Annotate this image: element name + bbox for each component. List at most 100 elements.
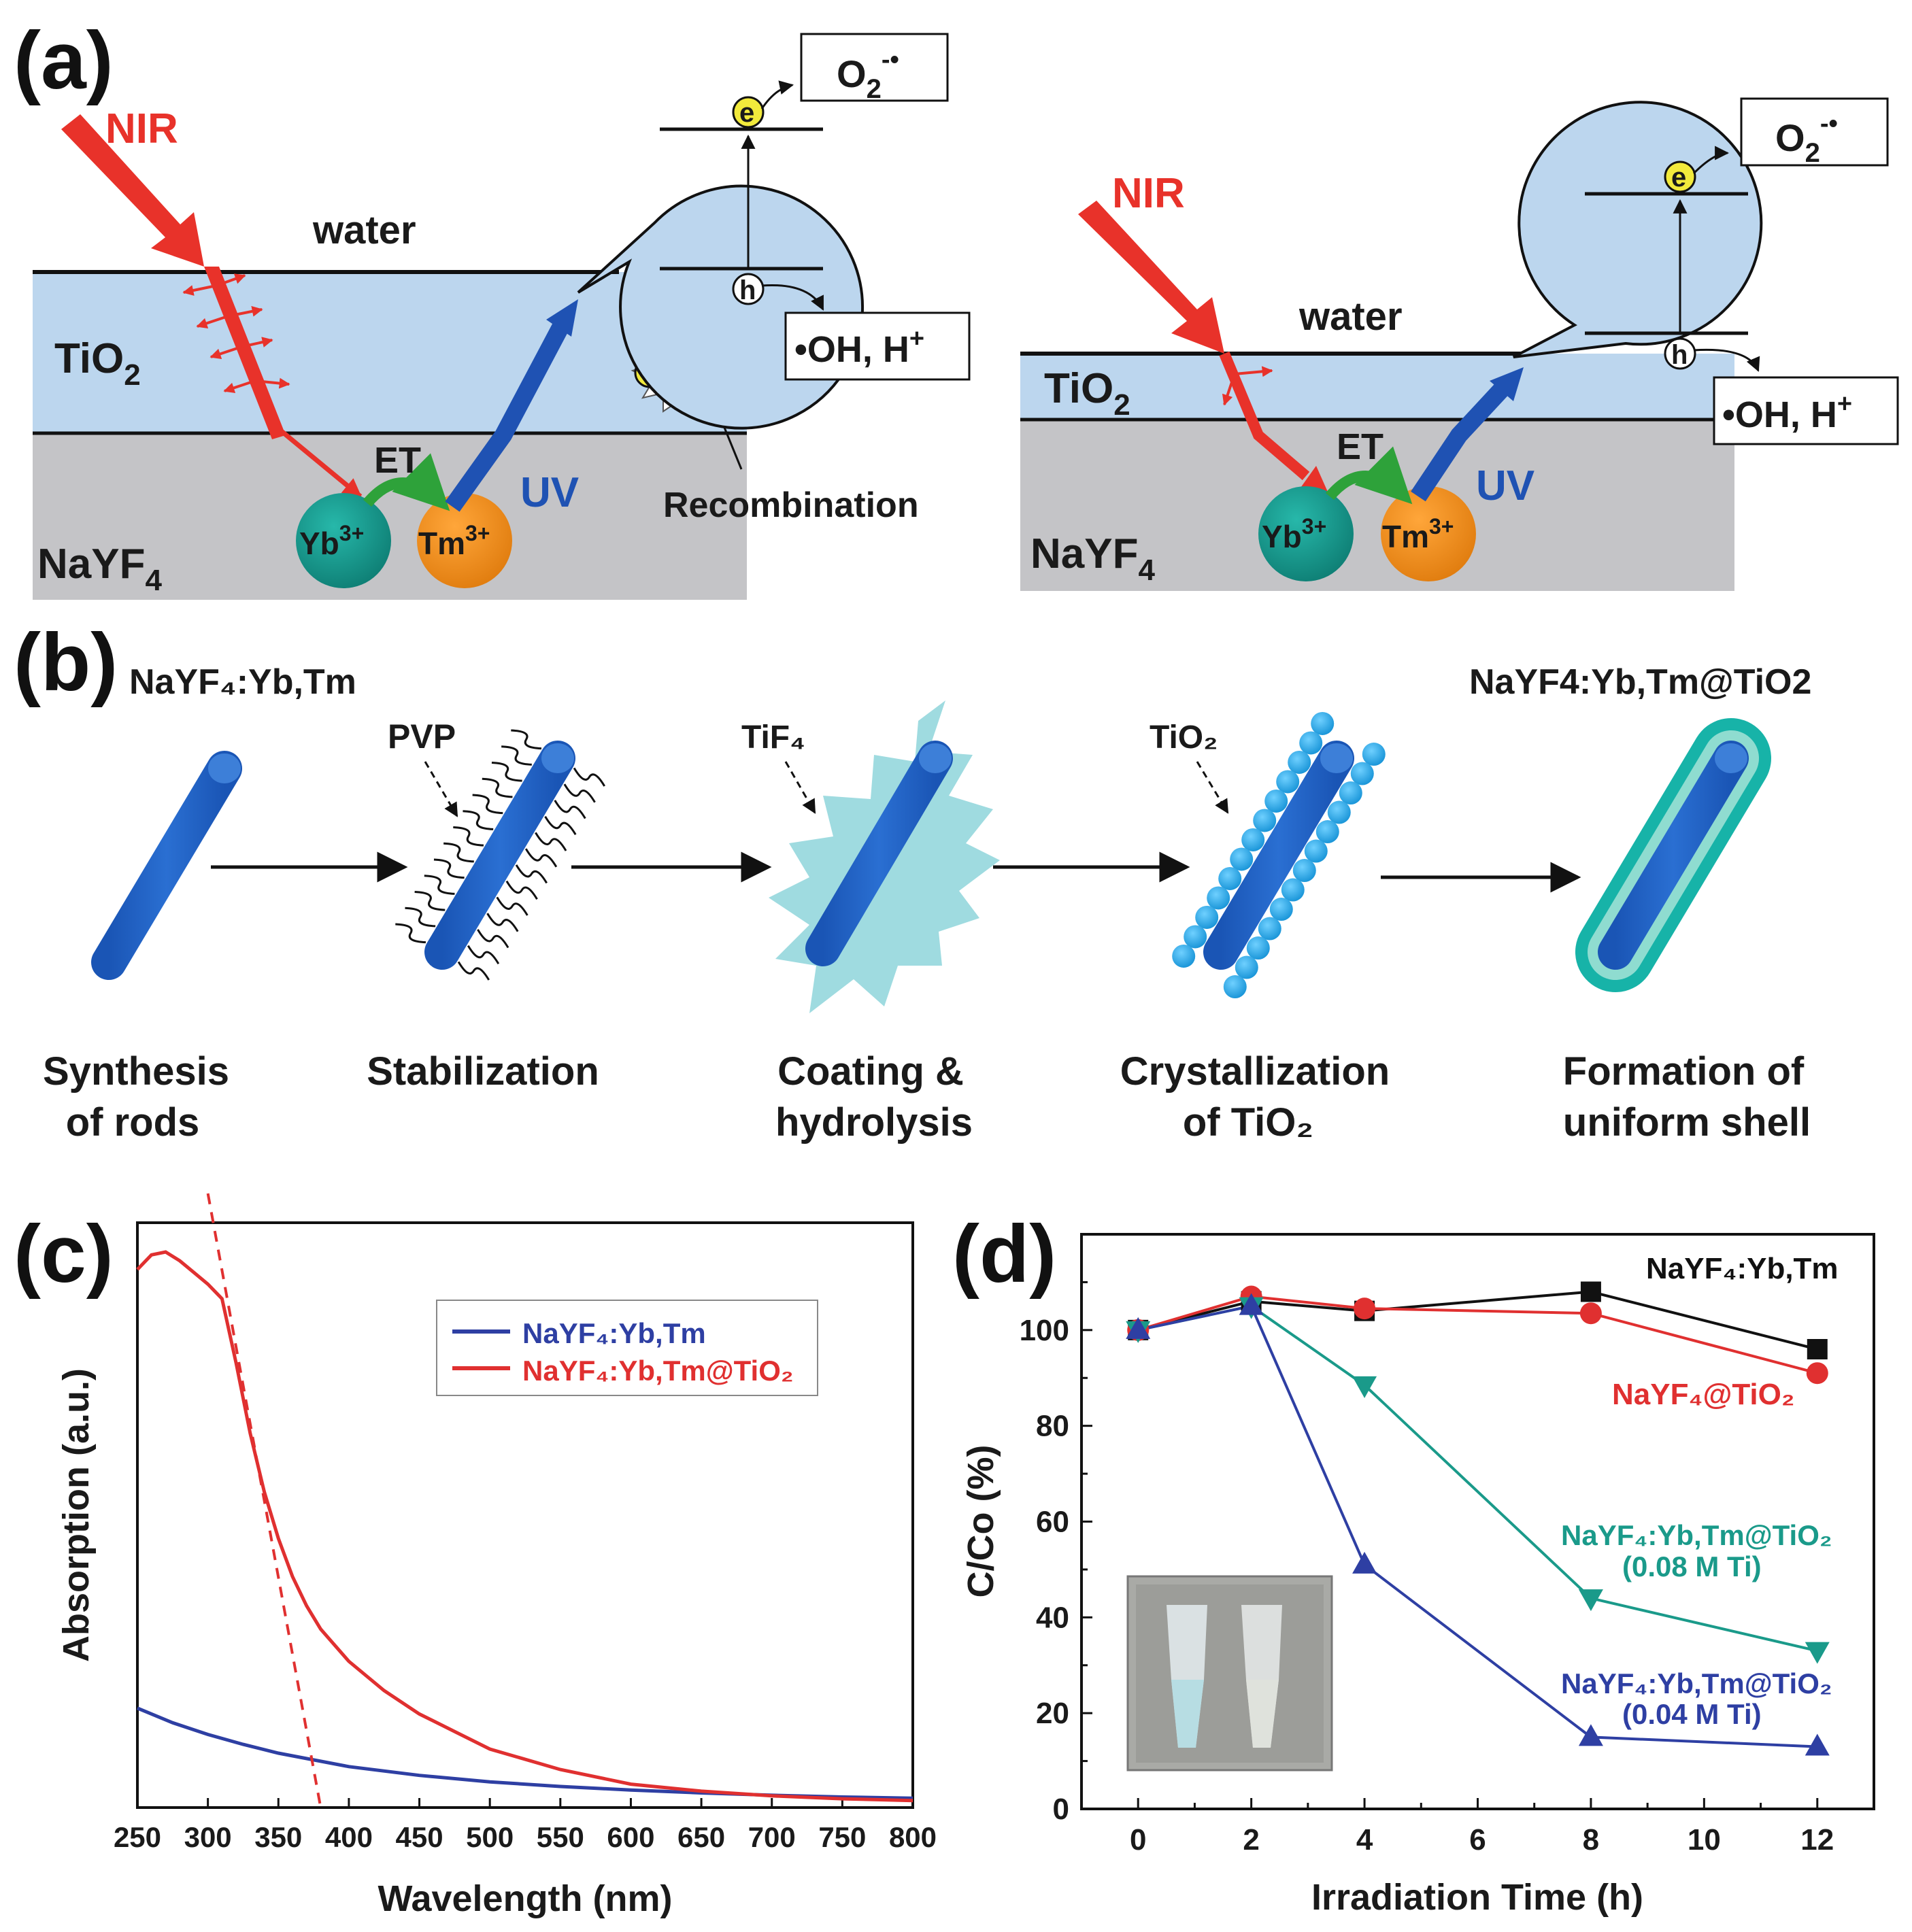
hole-transfer-arrow [761, 284, 824, 311]
pvp-chain [501, 745, 532, 766]
chart-c-xlabel: Wavelength (nm) [378, 1878, 672, 1919]
legend-label-1: NaYF₄:Yb,Tm [522, 1317, 706, 1349]
legend-box [436, 1300, 818, 1396]
panel-a-right: water TiO2 NaYF4 NIR Yb3+ Tm3+ ET UV [1020, 97, 1899, 591]
tif4-label: TiF₄ [741, 719, 805, 756]
tio2-nanoparticle [1311, 711, 1335, 735]
pvp-chain [405, 906, 436, 928]
data-point-series-4 [1352, 1551, 1377, 1574]
electron-transfer-arrow [760, 80, 794, 109]
pvp-chain [544, 815, 577, 836]
superoxide-box [1740, 97, 1889, 167]
tangent-line [206, 1193, 322, 1808]
tm-label: Tm [418, 526, 465, 561]
pvp-chain [457, 961, 490, 981]
series-label-nayf4-yb-tm: NaYF₄:Yb,Tm [1646, 1252, 1839, 1285]
x-tick-label: 300 [184, 1821, 232, 1853]
tio2-nanoparticle [1195, 905, 1219, 929]
data-point-series-3 [1578, 1589, 1603, 1612]
data-point-series-4 [1126, 1317, 1151, 1339]
x-tick-label: 8 [1583, 1823, 1599, 1857]
data-point-series-2 [1579, 1302, 1602, 1325]
nayf4-label: NaYF [37, 541, 145, 588]
band-hole [732, 273, 765, 305]
nayf4-layer [33, 433, 747, 600]
tio2-nanoparticle [1230, 847, 1254, 871]
tm-superscript: 3+ [465, 521, 490, 545]
tio2-subscript: 2 [124, 358, 140, 392]
panel-d-letter: (d) [952, 1208, 1056, 1300]
rod-crystallized [1172, 711, 1386, 999]
tio2-nanoparticle [1253, 809, 1277, 832]
electron-transfer-arrow [1692, 146, 1730, 175]
y-tick-label: 60 [1036, 1506, 1069, 1539]
o2-superscript: -• [882, 46, 899, 74]
oh-superscript: + [1837, 390, 1852, 418]
tio2-layer-thin [1020, 354, 1734, 420]
x-tick-label: 4 [1356, 1823, 1373, 1857]
rod-uniform-shell [1575, 718, 1771, 992]
nir-arrow [61, 114, 204, 267]
series-line-2 [136, 1250, 913, 1803]
tio2-nanoparticle [1172, 944, 1196, 968]
svg-text:•OH, H+: •OH, H+ [1722, 390, 1852, 435]
tio2-nanoparticle [1281, 878, 1305, 902]
step-5-line2: uniform shell [1563, 1100, 1811, 1145]
pvp-chain [482, 777, 513, 798]
tif4-pointer [784, 761, 816, 814]
tio2-nanoparticle [1304, 839, 1328, 863]
pvp-chain [414, 891, 446, 911]
x-tick-label: 350 [254, 1821, 302, 1853]
tm-superscript: 3+ [1429, 514, 1454, 539]
band-h-label: h [739, 275, 756, 305]
tio2-nanoparticle [1350, 762, 1374, 785]
nayf4-label: NaYF [1030, 530, 1138, 577]
step-1-line1: Synthesis [43, 1049, 229, 1094]
x-tick-label: 750 [818, 1821, 866, 1853]
uv-label: UV [1476, 462, 1534, 509]
x-tick-label: 700 [748, 1821, 796, 1853]
pvp-chain [395, 923, 426, 944]
tio2-nanoparticle [1276, 770, 1300, 794]
yb-superscript: 3+ [1302, 514, 1326, 539]
tm-label: Tm [1382, 519, 1429, 554]
band-e-label: e [1671, 163, 1686, 192]
series-line-1 [137, 1706, 913, 1800]
band-callout-bubble [1513, 101, 1763, 358]
recombination-label: Recombination [663, 486, 919, 525]
step-3-line1: Coating & [777, 1049, 964, 1094]
nayf4-subscript: 4 [1138, 554, 1155, 587]
x-tick-label: 2 [1243, 1823, 1259, 1857]
tio2-nanoparticle [1241, 828, 1265, 851]
hole-transfer-arrow [1693, 348, 1760, 372]
water-label: water [1298, 294, 1403, 339]
yb-superscript: 3+ [339, 521, 364, 545]
data-point-series-4 [1578, 1724, 1603, 1746]
oh-label: •OH, H [1722, 394, 1837, 435]
pvp-chain [554, 800, 586, 819]
chart-c-ylabel: Absorption (a.u.) [56, 1368, 97, 1662]
oh-superscript: + [909, 324, 924, 353]
svg-text:Yb3+: Yb3+ [1262, 514, 1326, 554]
x-tick-label: 0 [1130, 1823, 1146, 1857]
svg-text:Tm3+: Tm3+ [1382, 514, 1454, 554]
superoxide-box [800, 33, 949, 102]
svg-text:•OH, H+: •OH, H+ [794, 324, 924, 370]
pvp-chain [573, 767, 605, 787]
pvp-chain [477, 929, 509, 949]
pvp-chain [453, 826, 484, 847]
pvp-chain [443, 842, 474, 863]
tio2-nanoparticles [1172, 711, 1386, 999]
data-point-series-3 [1805, 1642, 1830, 1664]
nir-label: NIR [105, 105, 178, 152]
svg-text:TiO2: TiO2 [1044, 365, 1130, 422]
rod-coating [769, 700, 1000, 1013]
scattering-arrows [1222, 366, 1273, 406]
vial-photo-inset [1126, 1575, 1333, 1772]
data-point-series-4 [1805, 1733, 1830, 1756]
y-tick-label: 100 [1020, 1314, 1069, 1347]
title-nayf4-yb-tm: NaYF₄:Yb,Tm [129, 662, 356, 702]
tio2-nanoparticle [1362, 743, 1386, 766]
